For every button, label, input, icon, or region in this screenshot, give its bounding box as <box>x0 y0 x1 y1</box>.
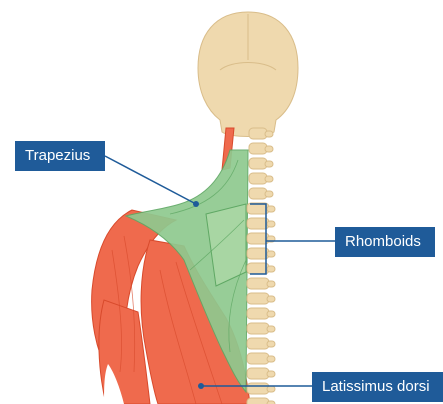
vertebra-process <box>267 221 275 227</box>
vertebra <box>247 293 269 304</box>
vertebra-process <box>267 251 275 257</box>
vertebra <box>247 278 269 289</box>
vertebra <box>249 158 267 169</box>
vertebra <box>249 143 267 154</box>
vertebra-process <box>267 266 275 272</box>
vertebra-process <box>267 341 275 347</box>
trapezius-label: Trapezius <box>15 141 105 171</box>
vertebra <box>247 368 269 379</box>
vertebra-process <box>265 191 273 197</box>
vertebra <box>249 173 267 184</box>
latissimus-point <box>198 383 204 389</box>
vertebra <box>247 383 269 394</box>
spine <box>247 128 275 404</box>
vertebra-process <box>267 326 275 332</box>
vertebra <box>247 338 269 349</box>
vertebra-process <box>267 206 275 212</box>
vertebra-process <box>267 371 275 377</box>
vertebra-process <box>265 131 273 137</box>
vertebra <box>247 353 269 364</box>
vertebra-process <box>265 161 273 167</box>
vertebra-process <box>265 146 273 152</box>
vertebra-process <box>267 296 275 302</box>
skull <box>198 12 298 137</box>
vertebra-process <box>267 281 275 287</box>
leader-line-trapezius <box>105 156 196 204</box>
vertebra <box>247 308 269 319</box>
vertebra <box>247 323 269 334</box>
vertebra-process <box>267 386 275 392</box>
vertebra <box>247 398 269 404</box>
vertebra-process <box>265 176 273 182</box>
vertebra-process <box>267 311 275 317</box>
rhomboids-label: Rhomboids <box>335 227 435 257</box>
trapezius-point <box>193 201 199 207</box>
vertebra <box>249 128 267 139</box>
vertebra-process <box>267 356 275 362</box>
latissimus-dorsi-label: Latissimus dorsi <box>312 372 443 402</box>
vertebra <box>249 188 267 199</box>
